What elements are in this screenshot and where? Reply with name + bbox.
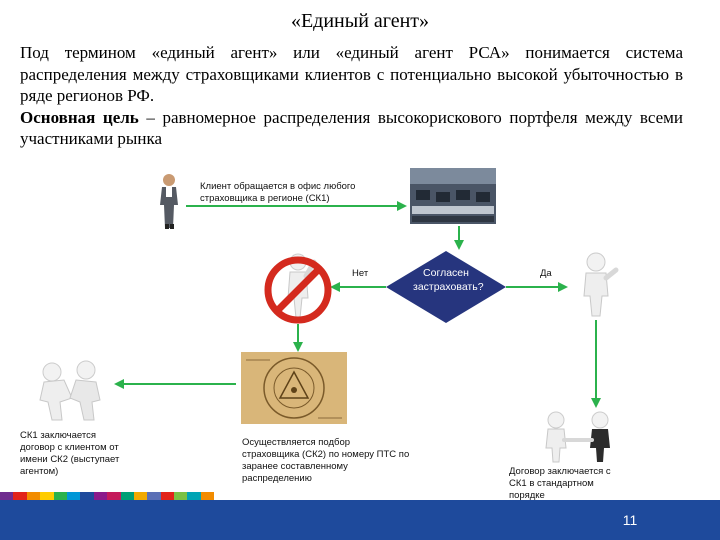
goal-paragraph: Основная цель – равномерное распределени… <box>20 107 683 150</box>
decision-label: Согласен застраховать? <box>413 267 484 293</box>
color-stripe-segment <box>66 492 81 500</box>
color-stripe-segment <box>133 492 148 500</box>
no-sign-icon <box>264 256 332 324</box>
color-stripe-segment <box>26 492 41 500</box>
color-stripe-segment <box>0 492 14 500</box>
intro-text-block: Под термином «единый агент» или «единый … <box>20 42 683 150</box>
color-stripe-segment <box>174 492 188 500</box>
agent-label: СК1 заключается договор с клиентом от им… <box>20 430 120 477</box>
agent-figures-icon <box>39 360 101 421</box>
color-stripe-segment <box>40 492 54 500</box>
distribution-scheme-icon <box>241 352 347 424</box>
contract-label: Договор заключается с СК1 в стандартном … <box>509 466 611 501</box>
color-stripe <box>0 492 215 500</box>
client-label: Клиент обращается в офис любого страховщ… <box>200 181 356 204</box>
thumbs-up-figure-icon <box>583 252 619 317</box>
client-person-icon <box>160 174 178 229</box>
color-stripe-segment <box>200 492 215 500</box>
color-stripe-segment <box>13 492 27 500</box>
handshake-figures-icon <box>545 411 610 463</box>
color-stripe-segment <box>160 492 175 500</box>
color-stripe-segment <box>53 492 67 500</box>
goal-text: – равномерное распределения высокорисков… <box>20 107 683 149</box>
color-stripe-segment <box>107 492 121 500</box>
color-stripe-segment <box>120 492 134 500</box>
footer-bar <box>0 500 720 540</box>
goal-label: Основная цель <box>20 107 139 127</box>
color-stripe-segment <box>93 492 108 500</box>
slide-title: «Единый агент» <box>290 10 430 32</box>
color-stripe-segment <box>80 492 94 500</box>
office-photo-icon <box>410 168 496 224</box>
page-number: 11 <box>622 512 638 528</box>
no-label: Нет <box>352 268 369 279</box>
decision-diamond <box>386 251 506 323</box>
color-stripe-segment <box>147 492 161 500</box>
yes-label: Да <box>540 268 552 279</box>
selection-label: Осуществляется подбор страховщика (СК2) … <box>242 437 410 484</box>
color-stripe-segment <box>187 492 201 500</box>
intro-paragraph: Под термином «единый агент» или «единый … <box>20 43 683 105</box>
